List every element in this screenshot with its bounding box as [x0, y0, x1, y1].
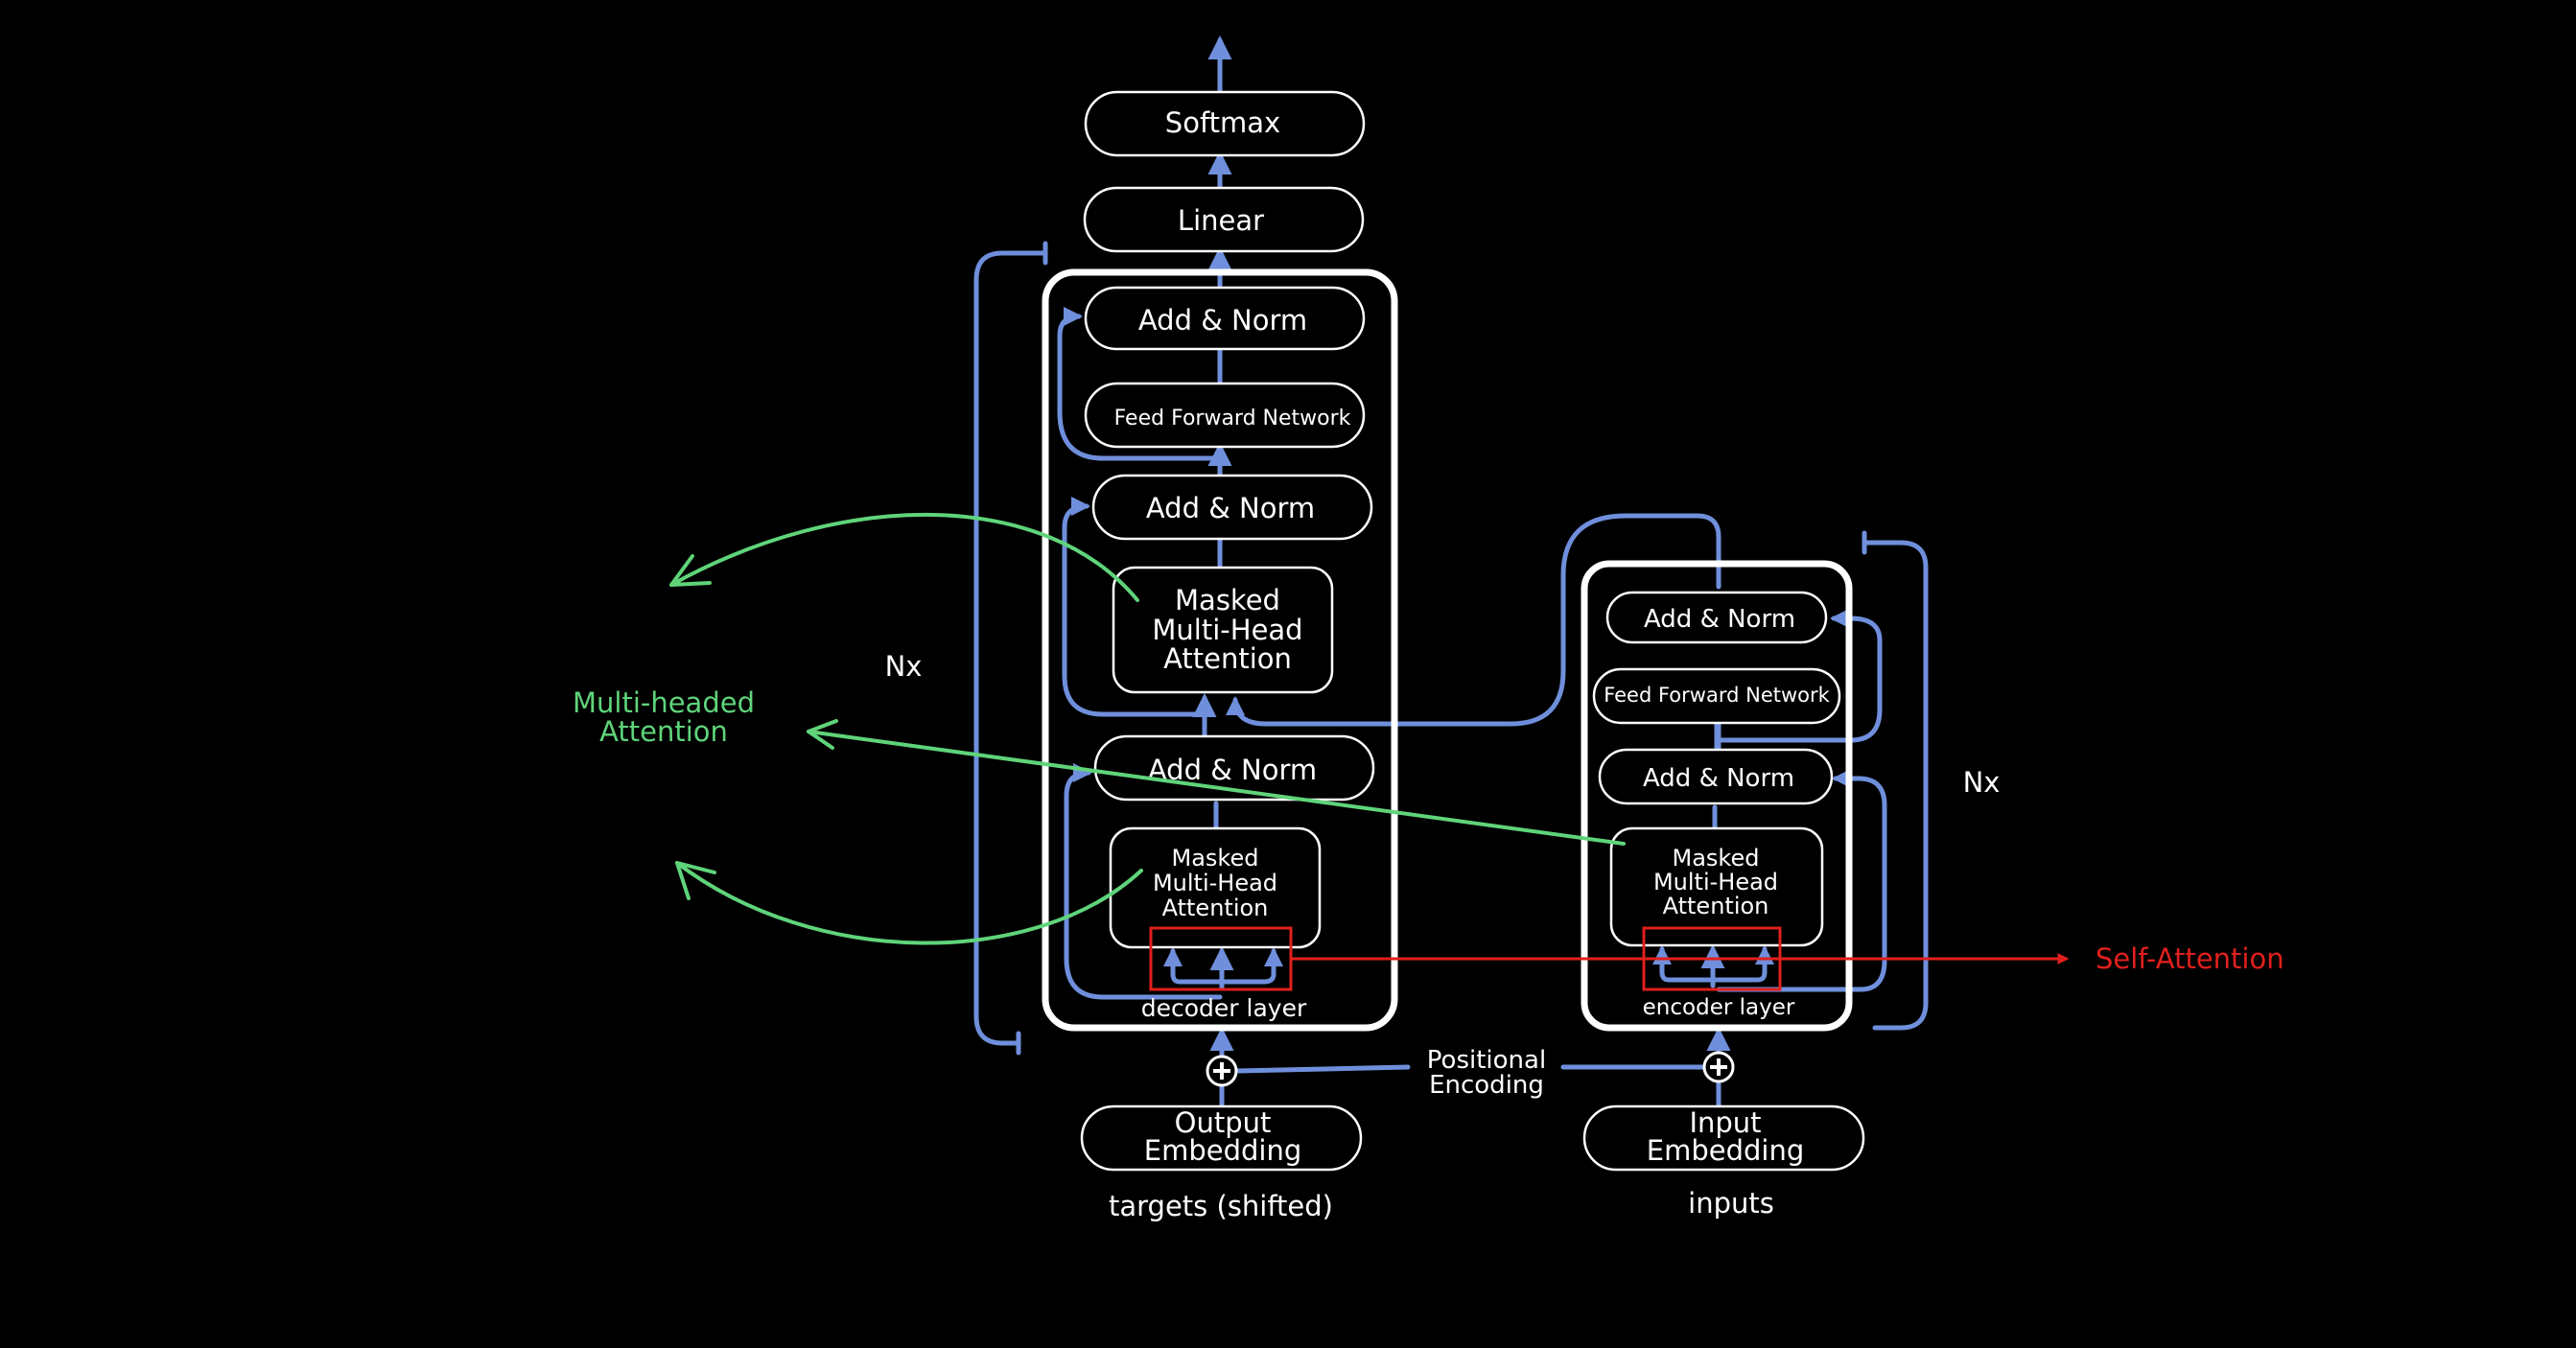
svg-text:Embedding: Embedding	[1144, 1134, 1301, 1167]
residual-decoder-ffn	[1057, 307, 1223, 461]
connectors	[973, 35, 1929, 1109]
green-arrow-lower	[675, 861, 1143, 945]
targets-shifted-label: targets (shifted)	[1109, 1190, 1333, 1222]
encoder-layer-box	[1581, 560, 1853, 1032]
svg-text:Multi-headed: Multi-headed	[573, 686, 755, 719]
svg-text:Multi-Head: Multi-Head	[1153, 870, 1277, 896]
arrow-encoder-qkv-right	[1710, 945, 1774, 983]
arrow-decoder-qkv-right	[1219, 947, 1283, 985]
input-embedding-box: Input Embedding	[1582, 1104, 1865, 1172]
decoder-nx-bracket	[973, 250, 1048, 1046]
decoder-add-norm-top: Add & Norm	[1084, 286, 1366, 351]
decoder: Softmax Linear Add & Norm Feed Forward N…	[885, 90, 1398, 1222]
svg-text:Masked: Masked	[1175, 584, 1280, 616]
svg-text:Embedding: Embedding	[1647, 1134, 1804, 1167]
arrow-encoder-qkv-left	[1652, 945, 1716, 983]
svg-text:Feed Forward Network: Feed Forward Network	[1604, 684, 1830, 707]
svg-text:Positional: Positional	[1427, 1046, 1546, 1075]
encoder-add-norm-top: Add & Norm	[1605, 591, 1828, 644]
encoder-positional-add	[1702, 1051, 1735, 1083]
softmax-label: Softmax	[1165, 106, 1280, 139]
decoder-layer-label: decoder layer	[1141, 994, 1307, 1022]
decoder-add-norm-low: Add & Norm	[1093, 734, 1375, 802]
positional-encoding-line-left	[1234, 1064, 1411, 1074]
inputs-label: inputs	[1688, 1187, 1774, 1220]
decoder-repeat-label: Nx	[885, 650, 923, 683]
svg-text:Feed Forward Network: Feed Forward Network	[1114, 407, 1351, 430]
output-embedding-box: Output Embedding	[1080, 1104, 1363, 1172]
svg-text:Encoding: Encoding	[1429, 1071, 1544, 1100]
decoder-masked-attention-upper: Masked Multi-Head Attention	[1112, 566, 1334, 694]
linear-box: Linear	[1083, 186, 1365, 253]
self-attention-label: Self-Attention	[2096, 942, 2284, 975]
svg-text:Attention: Attention	[1162, 895, 1269, 921]
decoder-layer-box	[1042, 268, 1398, 1032]
encoder: Add & Norm Feed Forward Network Add & No…	[1581, 560, 2001, 1220]
svg-text:Add & Norm: Add & Norm	[1644, 605, 1795, 634]
svg-text:Add & Norm: Add & Norm	[1643, 764, 1794, 793]
linear-label: Linear	[1178, 204, 1264, 237]
svg-text:Attention: Attention	[599, 715, 728, 748]
svg-text:Multi-Head: Multi-Head	[1653, 869, 1778, 895]
encoder-repeat-label: Nx	[1963, 766, 2001, 799]
encoder-masked-attention: Masked Multi-Head Attention	[1609, 826, 1824, 947]
svg-text:Input: Input	[1689, 1106, 1761, 1139]
green-arrow-middle	[807, 730, 1626, 846]
green-arrow-upper	[669, 513, 1139, 602]
svg-text:Attention: Attention	[1163, 642, 1292, 675]
decoder-masked-attention-lower: Masked Multi-Head Attention	[1109, 826, 1322, 949]
svg-text:Add & Norm: Add & Norm	[1146, 492, 1315, 524]
residual-decoder-attn-upper	[1062, 497, 1207, 717]
residual-encoder-attn	[1716, 769, 1887, 992]
svg-text:Masked: Masked	[1172, 845, 1259, 872]
self-attention-annotation: Self-Attention	[1149, 926, 2284, 991]
svg-text:Masked: Masked	[1673, 845, 1760, 872]
encoder-feed-forward: Feed Forward Network	[1592, 667, 1841, 725]
decoder-feed-forward: Feed Forward Network	[1084, 382, 1366, 449]
decoder-positional-add	[1206, 1055, 1238, 1087]
decoder-add-norm-mid: Add & Norm	[1091, 474, 1373, 541]
positional-encoding-label: Positional Encoding	[1427, 1046, 1546, 1100]
softmax-box: Softmax	[1084, 90, 1366, 157]
svg-text:Attention: Attention	[1663, 893, 1769, 919]
residual-decoder-attn-lower	[1064, 763, 1223, 1000]
svg-text:Add & Norm: Add & Norm	[1138, 304, 1307, 337]
encoder-add-norm-low: Add & Norm	[1598, 748, 1834, 805]
multi-headed-attention-label: Multi-headed Attention	[573, 686, 755, 748]
encoder-nx-bracket	[1862, 540, 1929, 1031]
multi-head-attention-annotation	[669, 513, 1626, 945]
encoder-output-to-decoder	[1226, 513, 1721, 727]
encoder-layer-label: encoder layer	[1643, 995, 1795, 1020]
residual-encoder-ffn	[1716, 609, 1883, 743]
svg-text:Output: Output	[1175, 1106, 1272, 1139]
svg-text:Multi-Head: Multi-Head	[1152, 614, 1302, 646]
arrow-decoder-qkv-left	[1163, 947, 1225, 985]
